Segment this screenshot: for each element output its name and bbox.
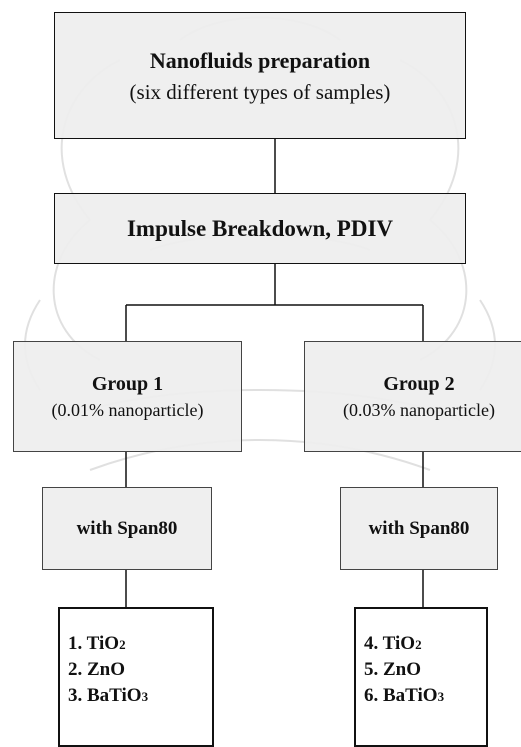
group2-sample-list: 4. TiO2 5. ZnO 6. BaTiO3 — [354, 607, 488, 747]
list-item: 4. TiO2 — [364, 633, 422, 654]
list-item: 1. TiO2 — [68, 633, 126, 654]
group1-surfactant-label: with Span80 — [76, 517, 178, 539]
group1-sample-list: 1. TiO2 2. ZnO 3. BaTiO3 — [58, 607, 214, 747]
group2-surfactant-box: with Span80 — [340, 487, 498, 570]
group1-box: Group 1 (0.01% nanoparticle) — [13, 341, 242, 452]
group1-title: Group 1 — [91, 372, 164, 395]
group2-subtitle: (0.03% nanoparticle) — [343, 399, 495, 420]
group2-title: Group 2 — [383, 372, 455, 395]
list-item: 5. ZnO — [364, 659, 422, 680]
impulse-label: Impulse Breakdown, PDIV — [126, 215, 394, 241]
prep-subtitle: (six different types of samples) — [129, 79, 391, 104]
list-item: 2. ZnO — [68, 659, 126, 680]
group2-box: Group 2 (0.03% nanoparticle) — [304, 341, 521, 452]
nanofluids-preparation-box: Nanofluids preparation (six different ty… — [54, 12, 466, 139]
impulse-breakdown-box: Impulse Breakdown, PDIV — [54, 193, 466, 264]
prep-title: Nanofluids preparation — [149, 47, 371, 73]
group1-subtitle: (0.01% nanoparticle) — [51, 399, 204, 420]
list-item: 3. BaTiO3 — [68, 685, 149, 706]
list-item: 6. BaTiO3 — [364, 685, 445, 706]
group2-surfactant-label: with Span80 — [368, 517, 470, 539]
group1-surfactant-box: with Span80 — [42, 487, 212, 570]
